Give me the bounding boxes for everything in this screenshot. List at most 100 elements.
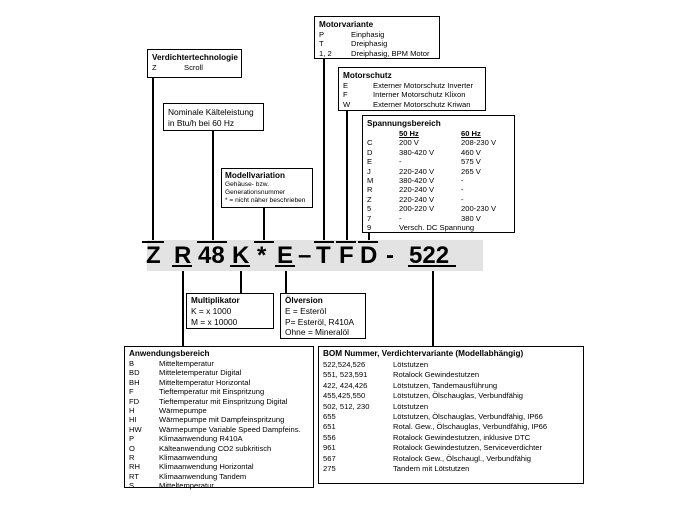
- code-underline-k: [230, 265, 250, 267]
- oelversion-line: Ohne = Mineralöl: [285, 327, 350, 338]
- code-underline-48: [197, 241, 227, 243]
- table-row: Z Scroll: [152, 63, 203, 72]
- code-underline-522: [408, 265, 456, 267]
- table-header-row: 50 Hz 60 Hz: [367, 129, 496, 138]
- code-underline-star: [254, 241, 274, 243]
- code-char-e: E: [277, 242, 294, 269]
- multiplikator-line: M = x 10000: [191, 316, 238, 327]
- connector-e: [285, 271, 287, 293]
- code-underline-f: [336, 241, 356, 243]
- bom-nummer-box: BOM Nummer, Verdichtervariante (Modellab…: [318, 346, 584, 484]
- code-underline-t: [314, 241, 334, 243]
- desc-cell: Scroll: [184, 63, 203, 72]
- verdichtertechnologie-title: Verdichtertechnologie: [152, 53, 238, 62]
- motorvariante-title: Motorvariante: [319, 20, 374, 29]
- kaelteleistung-line: in Btu/h bei 60 Hz: [168, 117, 235, 128]
- modellvariation-line: Gehäuse- bzw.: [225, 181, 269, 188]
- connector-k: [240, 271, 242, 293]
- oelversion-title: Ölversion: [285, 296, 323, 305]
- code-char-48: 48: [198, 242, 225, 269]
- code-char-k: K: [232, 242, 250, 269]
- connector-522: [432, 271, 434, 347]
- verdichtertechnologie-box: Verdichtertechnologie Z Scroll: [147, 49, 242, 78]
- code-char-z: Z: [146, 242, 161, 269]
- code-char-r: R: [174, 242, 192, 269]
- code-underline-e: [275, 265, 295, 267]
- connector-f: [346, 110, 348, 241]
- kaelteleistung-line: Nominale Kälteleistung: [168, 107, 254, 117]
- table-row: E-575 V: [367, 157, 481, 167]
- connector-z: [152, 77, 154, 241]
- code-underline-d: [358, 241, 378, 243]
- oelversion-line: E = Esteröl: [285, 306, 327, 316]
- code-char-522: 522: [409, 242, 450, 269]
- multiplikator-box: Multiplikator K = x 1000 M = x 10000: [186, 293, 274, 329]
- connector-d: [368, 232, 370, 241]
- anwendungsbereich-title: Anwendungsbereich: [129, 349, 210, 358]
- connector-star: [263, 208, 265, 241]
- oelversion-box: Ölversion E = Esteröl P= Esteröl, R410A …: [280, 293, 366, 339]
- code-underline-r: [172, 265, 192, 267]
- multiplikator-title: Multiplikator: [191, 296, 240, 305]
- motorschutz-title: Motorschutz: [343, 71, 392, 80]
- code-char-f: F: [339, 242, 354, 269]
- header-60hz: 60 Hz: [461, 129, 481, 138]
- code-char-t: T: [316, 242, 331, 269]
- modellvariation-line: Generationsnummer: [225, 189, 286, 197]
- code-char-dash: –: [298, 242, 312, 269]
- modellvariation-title: Modellvariation: [225, 171, 286, 180]
- kaelteleistung-box: Nominale Kälteleistung in Btu/h bei 60 H…: [163, 103, 264, 131]
- code-underline-z: [142, 241, 164, 243]
- modellvariation-line: * = nicht näher beschrieben: [225, 197, 306, 205]
- code-char-d: D: [360, 242, 378, 269]
- oelversion-line: P= Esteröl, R410A: [285, 316, 355, 327]
- table-row: 7-380 V: [367, 213, 481, 223]
- bom-nummer-title: BOM Nummer, Verdichtervariante (Modellab…: [323, 349, 524, 358]
- modellvariation-box: Modellvariation Gehäuse- bzw. Generation…: [221, 168, 313, 208]
- multiplikator-line: K = x 1000: [191, 306, 232, 316]
- code-char-star: *: [257, 242, 267, 269]
- verdichtertechnologie-table: Z Scroll: [152, 63, 203, 72]
